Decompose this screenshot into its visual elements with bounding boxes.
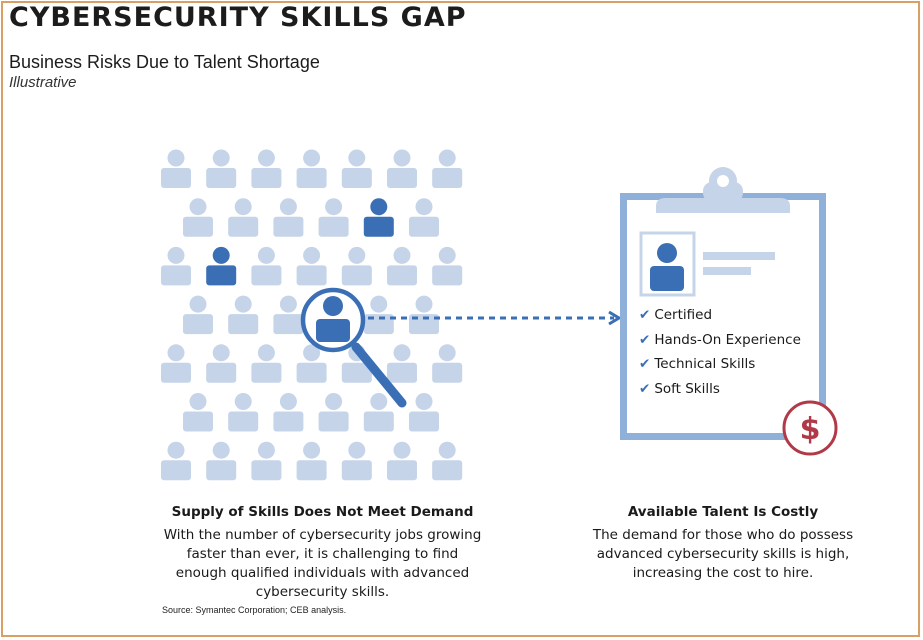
dollar-symbol: $: [800, 412, 821, 447]
person-icon: [206, 441, 237, 481]
qualification-checklist: ✔Certified ✔Hands-On Experience ✔Technic…: [639, 306, 801, 404]
clipboard-icon: [620, 167, 826, 440]
person-icon: [161, 441, 191, 481]
person-icon: [273, 295, 304, 335]
supply-caption-title: Supply of Skills Does Not Meet Demand: [171, 504, 474, 520]
checklist-item: ✔Certified: [639, 307, 713, 323]
person-icon: [296, 344, 327, 383]
supply-caption-body: With the number of cybersecurity jobs gr…: [163, 527, 482, 600]
checkmark-icon: ✔: [639, 356, 651, 372]
person-icon: [432, 344, 463, 383]
person-icon: [206, 246, 237, 286]
person-icon: [318, 198, 349, 237]
person-icon: [296, 149, 327, 188]
person-icon: [341, 441, 372, 481]
person-icon: [228, 295, 259, 335]
person-icon: [183, 393, 213, 432]
person-icon: [251, 344, 282, 383]
checklist-item: ✔Technical Skills: [639, 356, 756, 372]
person-icon: [363, 198, 394, 237]
person-icon: [206, 149, 237, 188]
source-note: Source: Symantec Corporation; CEB analys…: [162, 605, 347, 615]
profile-person-icon: [650, 243, 684, 291]
cost-caption: Available Talent Is Costly The demand fo…: [573, 504, 873, 583]
profile-text-line: [703, 267, 751, 275]
illustrative-note: Illustrative: [9, 74, 77, 91]
person-icon: [161, 149, 191, 188]
person-icon: [387, 246, 417, 286]
cost-caption-body: The demand for those who do possess adva…: [592, 527, 854, 581]
person-icon: [273, 198, 304, 237]
person-icon: [161, 246, 191, 286]
profile-card: [639, 231, 775, 297]
person-icon: [296, 441, 327, 481]
person-icon: [409, 393, 439, 432]
person-icon: [363, 393, 394, 432]
person-icon: [432, 149, 463, 188]
person-icon: [183, 295, 213, 335]
person-icon: [251, 246, 282, 286]
person-icon: [432, 441, 463, 481]
cost-caption-title: Available Talent Is Costly: [627, 504, 819, 520]
person-icon: [206, 344, 237, 383]
person-icon: [341, 149, 372, 188]
person-icon: [387, 344, 417, 383]
person-icon: [387, 441, 417, 481]
checklist-item: ✔Soft Skills: [639, 380, 720, 397]
checkmark-icon: ✔: [639, 307, 651, 323]
person-icon: [251, 149, 282, 188]
person-icon: [228, 198, 259, 237]
person-icon: [432, 246, 463, 286]
person-icon: [251, 441, 282, 481]
dollar-cost-icon: $: [782, 400, 838, 456]
person-icon: [409, 295, 439, 335]
talent-crowd: [161, 149, 463, 481]
dashed-arrow: [368, 310, 622, 326]
page-title: CYBERSECURITY SKILLS GAP: [9, 2, 467, 33]
person-icon: [318, 393, 349, 432]
supply-caption: Supply of Skills Does Not Meet Demand Wi…: [160, 504, 485, 602]
magnifying-glass-icon: [300, 287, 407, 408]
checkmark-icon: ✔: [639, 331, 651, 348]
person-icon: [363, 295, 394, 335]
checklist-item: ✔Hands-On Experience: [639, 331, 801, 348]
profile-text-line: [703, 252, 775, 260]
candidate-person-icon: [316, 296, 350, 342]
person-icon: [387, 149, 417, 188]
person-icon: [228, 393, 259, 432]
checkmark-icon: ✔: [639, 380, 651, 397]
page-subtitle: Business Risks Due to Talent Shortage: [9, 52, 320, 72]
person-icon: [273, 393, 304, 432]
person-icon: [183, 198, 213, 237]
person-icon: [409, 198, 439, 237]
person-icon: [161, 344, 191, 383]
person-icon: [296, 246, 327, 286]
person-icon: [341, 246, 372, 286]
